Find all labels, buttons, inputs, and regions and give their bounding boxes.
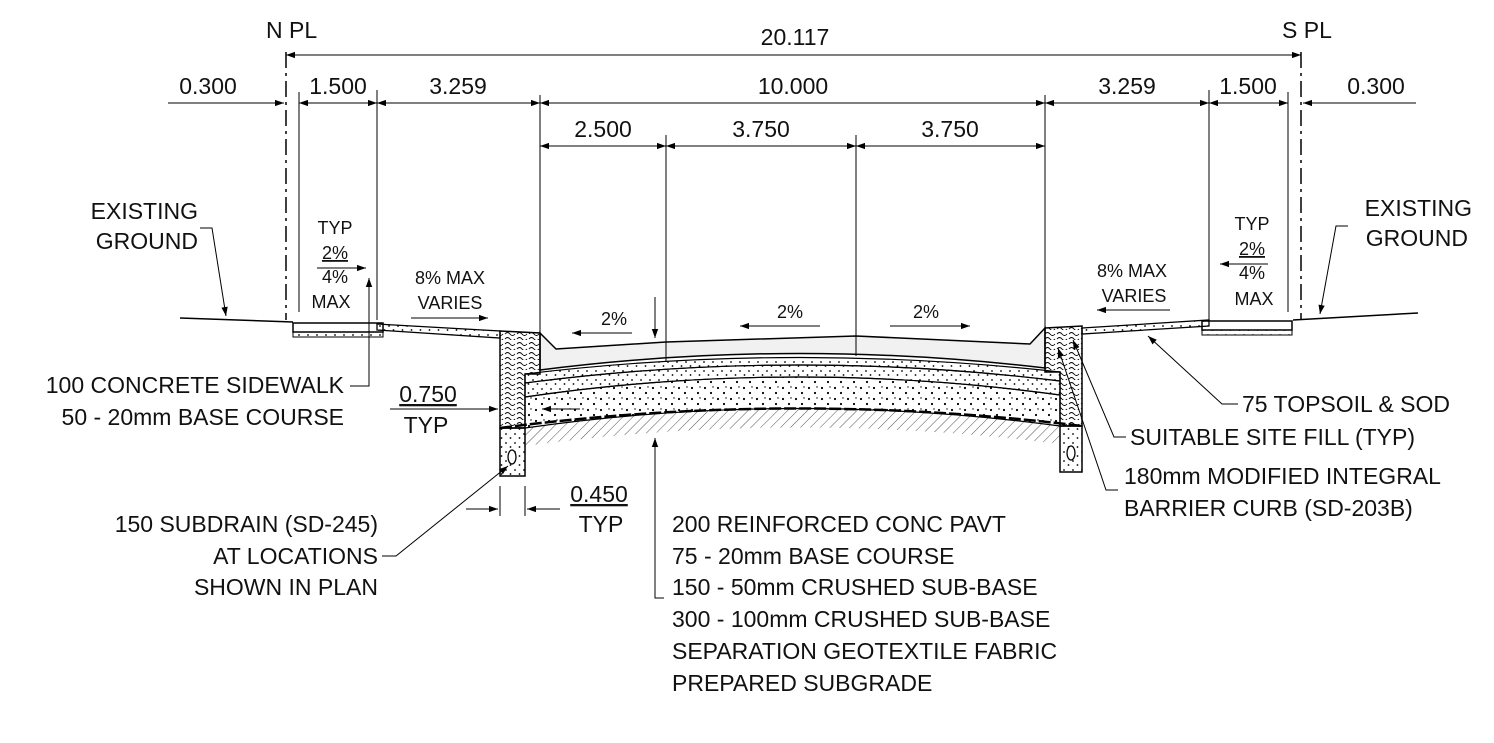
dim-row1-6: 0.300	[1347, 73, 1405, 99]
svg-text:300 - 100mm CRUSHED SUB-BASE: 300 - 100mm CRUSHED SUB-BASE	[672, 606, 1050, 632]
existing-ground-right-line2: GROUND	[1366, 225, 1468, 251]
drain-offset-text: 0.450	[570, 481, 628, 507]
sidewalk-right	[1201, 320, 1293, 336]
curb-left	[499, 330, 541, 477]
existing-ground-right	[1292, 312, 1419, 321]
subdrain-label-line1: 150 SUBDRAIN (SD-245)	[115, 511, 378, 537]
slope-arrows	[317, 260, 1268, 337]
svg-text:8% MAX: 8% MAX	[415, 268, 485, 288]
existing-ground-left-line1: EXISTING	[91, 198, 198, 224]
site-fill-label: SUITABLE SITE FILL (TYP)	[1130, 424, 1415, 450]
svg-text:TYP: TYP	[317, 218, 352, 238]
dim-row1-3: 10.000	[758, 73, 828, 99]
sidewalk-label-line2: 50 - 20mm BASE COURSE	[62, 404, 344, 430]
curb-label-line1: 180mm MODIFIED INTEGRAL	[1124, 463, 1441, 489]
curb-label-line2: BARRIER CURB (SD-203B)	[1124, 495, 1413, 521]
svg-text:150 - 50mm CRUSHED SUB-BASE: 150 - 50mm CRUSHED SUB-BASE	[672, 574, 1038, 600]
subdrain-label-line3: SHOWN IN PLAN	[194, 574, 378, 600]
existing-ground-left-line2: GROUND	[96, 228, 198, 254]
curb-width-text: 0.750	[399, 381, 457, 407]
svg-text:MAX: MAX	[311, 292, 350, 312]
boulevard-slope-left: 8% MAX VARIES	[415, 268, 485, 313]
extension-lines	[298, 90, 1289, 345]
geotextile-fabric	[499, 407, 1083, 430]
svg-text:2%: 2%	[322, 243, 348, 263]
sidewalk-label-line1: 100 CONCRETE SIDEWALK	[46, 372, 345, 398]
svg-text:4%: 4%	[322, 267, 348, 287]
south-pl-label: S PL	[1282, 17, 1332, 43]
subdrain-label-line2: AT LOCATIONS	[213, 543, 378, 569]
lane-slope-right: 2%	[913, 302, 939, 322]
svg-text:VARIES: VARIES	[418, 293, 483, 313]
overall-dimension-text: 20.117	[761, 24, 830, 50]
curb-right	[1044, 325, 1083, 473]
dim-row1-4: 3.259	[1098, 73, 1156, 99]
svg-text:TYP: TYP	[1234, 214, 1269, 234]
dim-row2-0: 2.500	[574, 116, 632, 142]
boulevard-slope-right: 8% MAX VARIES	[1097, 261, 1167, 306]
sidewalk-slope-right: TYP 2% 4% MAX	[1234, 214, 1273, 309]
drain-offset-typ: TYP	[579, 511, 624, 537]
dim-row2-2: 3.750	[921, 116, 979, 142]
dim-row1-0: 0.300	[179, 73, 237, 99]
boulevard-left	[376, 323, 501, 339]
dim-row2-1: 3.750	[732, 116, 790, 142]
pavement-layers-label: 200 REINFORCED CONC PAVT 75 - 20mm BASE …	[672, 511, 1057, 696]
lane-slope-center: 2%	[777, 302, 803, 322]
existing-ground-left	[179, 317, 294, 323]
svg-text:PREPARED SUBGRADE: PREPARED SUBGRADE	[672, 670, 932, 696]
north-pl-label: N PL	[266, 17, 317, 43]
dim-row1-1: 1.500	[309, 73, 367, 99]
svg-text:8% MAX: 8% MAX	[1097, 261, 1167, 281]
boulevard-right	[1081, 319, 1210, 335]
leader-lines	[200, 225, 1348, 599]
svg-text:75 - 20mm BASE COURSE: 75 - 20mm BASE COURSE	[672, 543, 954, 569]
existing-ground-right-line1: EXISTING	[1365, 195, 1472, 221]
dim-row1-2: 3.259	[429, 73, 487, 99]
sidewalk-slope-left: TYP 2% 4% MAX	[311, 218, 352, 312]
svg-text:200 REINFORCED CONC PAVT: 200 REINFORCED CONC PAVT	[672, 511, 1006, 537]
curb-width-typ: TYP	[404, 412, 449, 438]
svg-text:SEPARATION GEOTEXTILE FABRIC: SEPARATION GEOTEXTILE FABRIC	[672, 638, 1057, 664]
svg-text:VARIES: VARIES	[1102, 286, 1167, 306]
lane-slope-left: 2%	[601, 309, 627, 329]
svg-text:4%: 4%	[1239, 263, 1265, 283]
prepared-subgrade	[525, 408, 1060, 446]
svg-text:2%: 2%	[1239, 239, 1265, 259]
svg-text:MAX: MAX	[1234, 289, 1273, 309]
dim-row1-5: 1.500	[1219, 73, 1277, 99]
topsoil-label: 75 TOPSOIL & SOD	[1242, 391, 1450, 417]
